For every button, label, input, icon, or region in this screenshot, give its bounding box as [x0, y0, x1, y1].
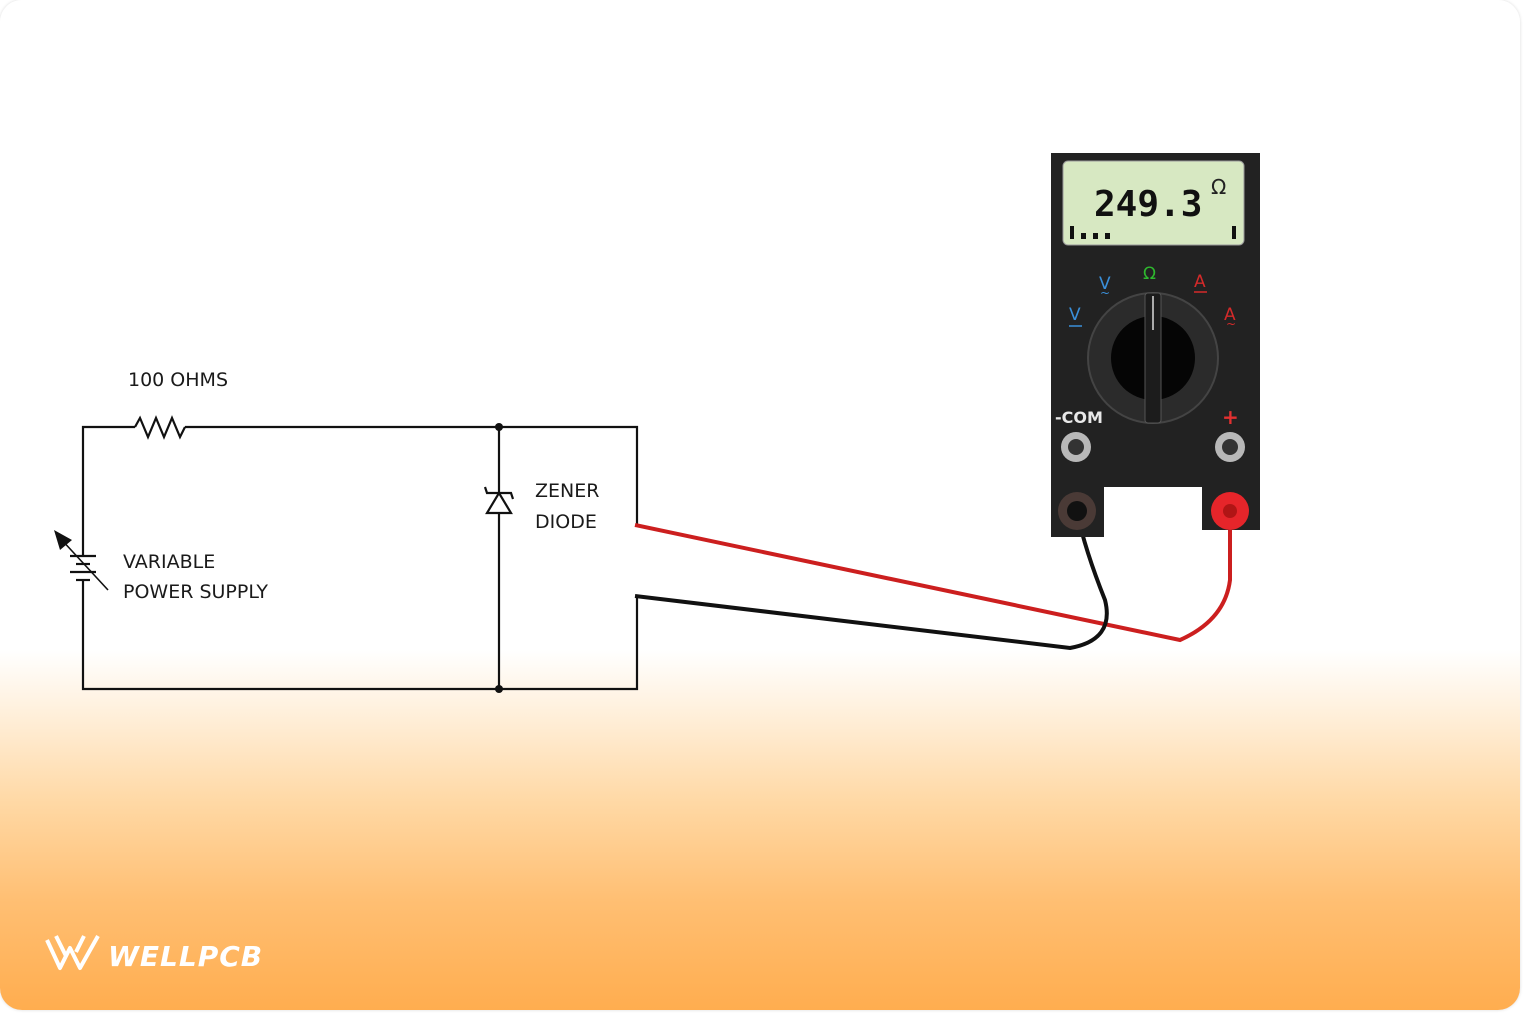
lcd-reading: 249.3: [1094, 184, 1202, 225]
rotary-selector-knob[interactable]: [1087, 292, 1219, 424]
junction-dot-top: [495, 423, 503, 431]
zener-label-line1: ZENER: [535, 480, 599, 502]
red-probe-plug: [1211, 492, 1249, 530]
red-test-lead: [634, 512, 1232, 643]
zener-diode-symbol: [483, 486, 515, 515]
lcd-screen: [1062, 160, 1245, 246]
wellpcb-logo: WELLPCB: [45, 935, 263, 973]
resistor-symbol: [134, 415, 186, 440]
ac-tilde-icon-amp: ~: [1226, 317, 1236, 331]
dial-v-dc-symbol: V: [1069, 305, 1081, 325]
junction-dot-bottom: [495, 685, 503, 693]
black-test-lead: [634, 511, 1109, 651]
wellpcb-logo-icon: [45, 935, 100, 970]
dial-a-ac-symbol: A: [1224, 305, 1236, 325]
plus-jack-socket[interactable]: [1215, 432, 1245, 462]
resistor-label: 100 OHMS: [128, 369, 228, 391]
circuit-wires: [81, 415, 639, 691]
black-probe-plug: [1058, 492, 1096, 530]
supply-label-line1: VARIABLE: [123, 551, 215, 573]
plus-jack-label: +: [1222, 405, 1239, 429]
com-jack-socket[interactable]: [1061, 432, 1091, 462]
multimeter: 249.3 Ω Ω V ~ V A A ~ -COM +: [1051, 153, 1260, 537]
lcd-unit-ohm: Ω: [1211, 175, 1226, 199]
lcd-range-bar: [1070, 226, 1236, 239]
diagram-card: 100 OHMS VARIABLE POWER SUPPLY ZENER DIO…: [0, 0, 1520, 1010]
dial-v-ac-symbol: V: [1099, 274, 1111, 294]
supply-label-line2: POWER SUPPLY: [123, 581, 268, 603]
circuit-diagram: 100 OHMS VARIABLE POWER SUPPLY ZENER DIO…: [45, 153, 1260, 973]
dial-ohm-symbol: Ω: [1143, 264, 1156, 284]
ac-tilde-icon: ~: [1100, 286, 1110, 300]
variable-battery-symbol: [54, 530, 109, 591]
com-jack-label: -COM: [1055, 408, 1103, 427]
wellpcb-logo-text: WELLPCB: [108, 940, 263, 973]
zener-label-line2: DIODE: [535, 511, 597, 533]
dial-a-dc-symbol: A: [1194, 272, 1206, 292]
